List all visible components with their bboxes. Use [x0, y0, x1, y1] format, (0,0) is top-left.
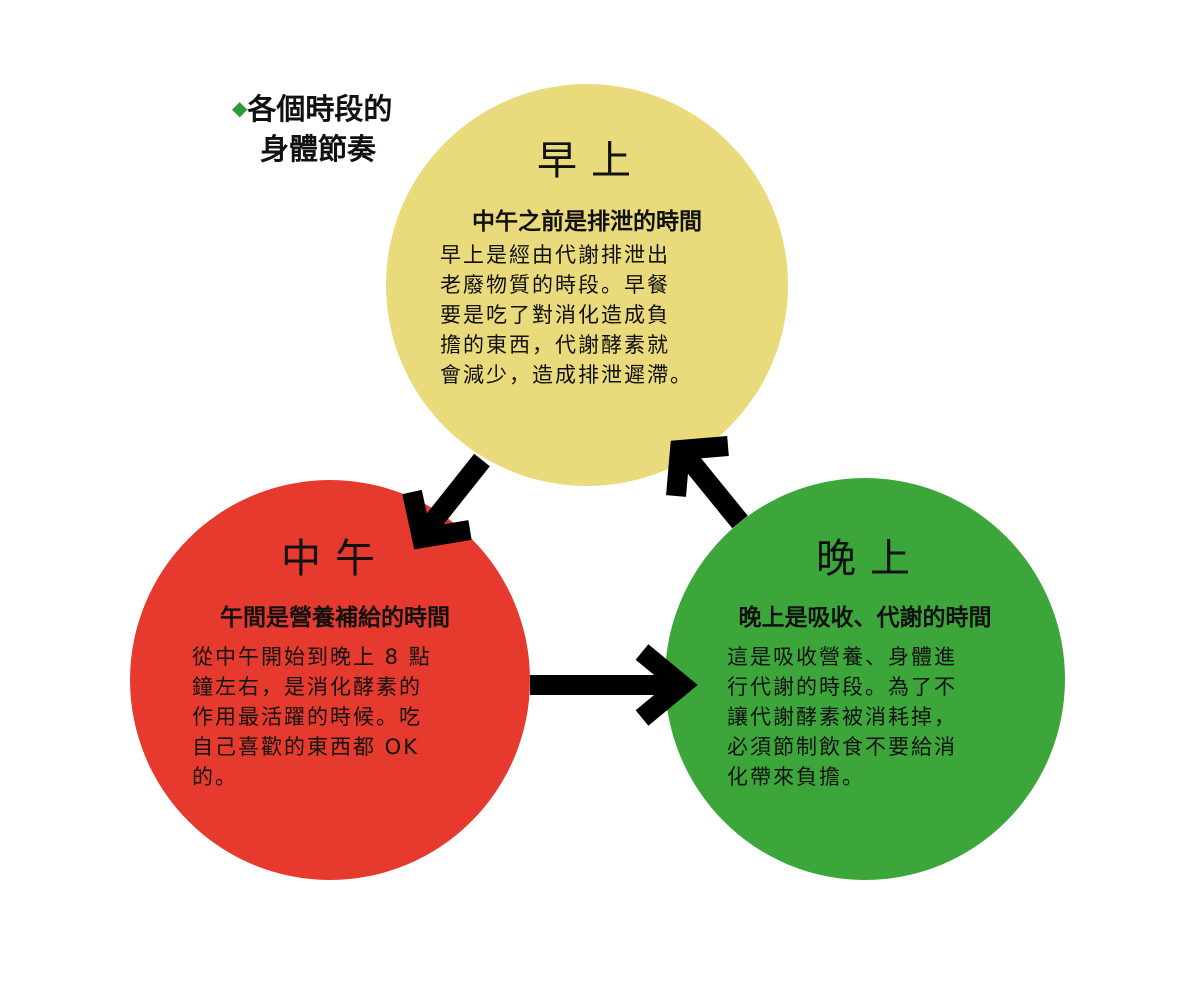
morning-line: 擔的東西，代謝酵素就: [440, 333, 670, 357]
morning-body: 早上是經由代謝排泄出 老廢物質的時段。早餐 要是吃了對消化造成負 擔的東西，代謝…: [440, 240, 693, 390]
diamond-icon: ◆: [232, 96, 248, 120]
night-line: 讓代謝酵素被消耗掉，: [727, 705, 957, 729]
diagram-heading: ◆各個時段的 身體節奏: [232, 88, 392, 169]
night-line: 行代謝的時段。為了不: [727, 675, 957, 699]
noon-line: 作用最活躍的時候。吃: [192, 705, 422, 729]
morning-line: 早上是經由代謝排泄出: [440, 243, 670, 267]
night-subtitle: 晚上是吸收、代謝的時間: [738, 605, 992, 631]
morning-title: 早上: [537, 138, 645, 184]
noon-circle: [130, 480, 530, 880]
morning-line: 要是吃了對消化造成負: [440, 303, 670, 327]
noon-line: 鐘左右，是消化酵素的: [192, 675, 422, 699]
noon-title: 中午: [281, 536, 389, 582]
night-line: 必須節制飲食不要給消: [727, 735, 957, 759]
morning-circle: [386, 84, 788, 486]
noon-line: 的。: [192, 765, 238, 789]
morning-line: 會減少，造成排泄遲滯。: [440, 363, 693, 387]
night-circle: [665, 478, 1065, 880]
heading-line-1: 各個時段的: [247, 92, 393, 126]
arrow-morning-to-noon: [402, 453, 490, 550]
noon-line: 自己喜歡的東西都 OK: [192, 735, 419, 759]
noon-line: 從中午開始到晚上 8 點: [192, 645, 432, 669]
arrow-night-to-morning: [666, 436, 748, 529]
night-title: 晚上: [816, 536, 924, 582]
morning-subtitle: 中午之前是排泄的時間: [472, 209, 702, 235]
night-line: 這是吸收營養、身體進: [727, 645, 957, 669]
night-body: 這是吸收營養、身體進 行代謝的時段。為了不 讓代謝酵素被消耗掉， 必須節制飲食不…: [727, 642, 957, 792]
heading-line-2: 身體節奏: [260, 132, 377, 166]
morning-line: 老廢物質的時段。早餐: [440, 273, 670, 297]
night-line: 化帶來負擔。: [727, 765, 865, 789]
arrow-noon-to-night: [530, 644, 698, 726]
noon-subtitle: 午間是營養補給的時間: [220, 605, 450, 631]
noon-body: 從中午開始到晚上 8 點 鐘左右，是消化酵素的 作用最活躍的時候。吃 自己喜歡的…: [192, 642, 432, 792]
